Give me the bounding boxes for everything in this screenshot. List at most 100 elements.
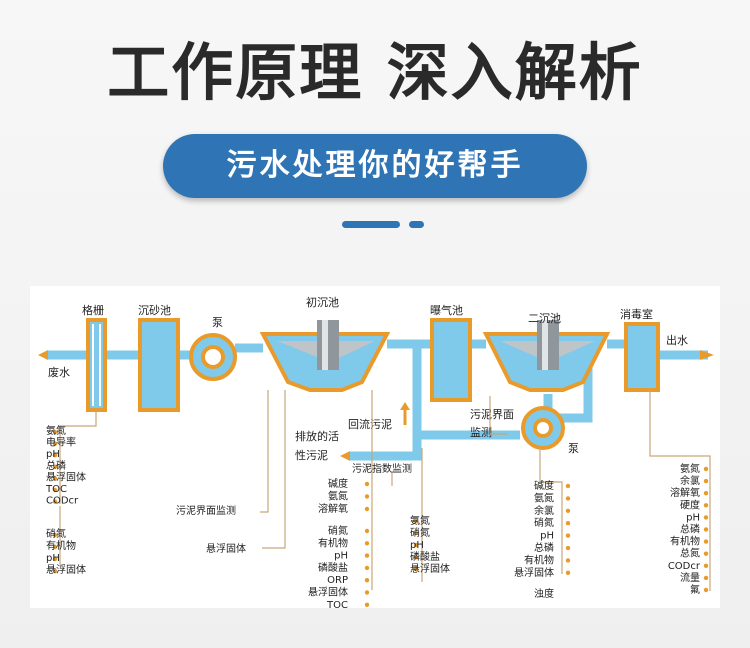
- divider-bar: [342, 221, 400, 228]
- monitor-item: pH: [540, 531, 554, 542]
- leader-dot: [52, 429, 58, 435]
- leader-line: [59, 410, 97, 504]
- monitor-item: pH: [334, 551, 348, 562]
- leader-dot: [364, 565, 370, 571]
- label-sludge-interface-monitor: 污泥界面监测: [176, 504, 236, 517]
- monitor-item: pH: [686, 512, 700, 523]
- monitor-item: 有机物: [46, 539, 76, 552]
- label-secondary: 二沉池: [528, 312, 561, 325]
- leader-dot: [52, 544, 58, 550]
- label-suspended-solids-monitor: 悬浮固体: [206, 543, 246, 555]
- monitor-item: ORP: [327, 575, 348, 586]
- leader-dot: [52, 453, 58, 458]
- discharge-pipe: [350, 435, 422, 461]
- leader-dot: [703, 539, 709, 544]
- monitor-item: 余氯: [680, 474, 700, 487]
- leader-dot: [703, 527, 709, 532]
- leader-dot: [364, 553, 370, 558]
- leader-line: [260, 390, 269, 513]
- monitor-item: CODcr: [668, 561, 701, 572]
- leader-line: [649, 390, 711, 591]
- monitor-item: 碱度: [328, 477, 348, 490]
- monitor-item: 悬浮固体: [308, 587, 348, 599]
- leader-line: [262, 390, 286, 549]
- label-primary: 初沉池: [306, 295, 339, 309]
- pipe-secondary-pump: [543, 348, 593, 423]
- leader-dot: [52, 532, 58, 538]
- label-discharge-2: 性污泥: [295, 448, 328, 462]
- label-sludge-interface-2: 监测: [470, 426, 492, 439]
- monitor-item: 氨氮: [534, 491, 554, 504]
- monitor-item: 溶解氧: [670, 486, 700, 499]
- leader-dot: [413, 554, 419, 560]
- monitor-item: 总磷: [680, 523, 700, 536]
- leader-dot: [364, 590, 370, 595]
- leader-dot: [52, 556, 58, 562]
- monitor-item: 硝氮: [46, 527, 66, 540]
- leader-dot: [413, 518, 419, 524]
- label-sludge-interface: 污泥界面: [470, 408, 514, 421]
- leader-line: [489, 396, 508, 435]
- pump-2-impeller: [533, 418, 553, 438]
- label-pump-1: 泵: [212, 316, 223, 329]
- leader-dot: [565, 496, 571, 501]
- leader-dot: [703, 587, 709, 593]
- monitor-item: 悬浮固体: [410, 563, 450, 575]
- monitor-item: 总磷: [534, 541, 554, 554]
- leader-dot: [52, 464, 58, 469]
- monitor-item: 流量: [680, 571, 700, 584]
- label-outlet: 出水: [666, 333, 688, 347]
- monitor-item: 总氮: [680, 547, 700, 560]
- leader-dot: [52, 568, 58, 574]
- leader-dot: [413, 542, 419, 548]
- monitor-item: 碱度: [534, 479, 554, 492]
- label-turbidity: 浊度: [534, 587, 554, 600]
- monitor-item: 氨氮: [46, 424, 66, 437]
- leader-dot: [703, 478, 709, 484]
- leader-dot: [703, 575, 709, 581]
- monitor-item: 氨氮: [680, 462, 700, 475]
- monitor-item: 硝氮: [410, 526, 430, 539]
- primary-drive-highlight: [322, 320, 328, 370]
- monitor-item: 悬浮固体: [514, 567, 554, 579]
- process-diagram-panel: 格栅 沉砂池 泵 初沉池 曝气池 二沉池 消毒室 泵 废水 出水 回流污泥 排放…: [30, 286, 720, 611]
- leader-dot: [364, 578, 370, 583]
- monitor-item: 溶解氧: [318, 502, 348, 515]
- leader-dot: [364, 528, 370, 534]
- leader-dot: [413, 530, 419, 536]
- label-aeration: 曝气池: [430, 303, 463, 317]
- page-title: 工作原理 深入解析: [107, 36, 643, 109]
- leader-dot: [565, 508, 571, 513]
- monitor-item: 余氯: [534, 504, 554, 517]
- leader-dot: [703, 503, 709, 508]
- discharge-arrow: [340, 451, 350, 461]
- label-return-sludge: 回流污泥: [348, 417, 392, 431]
- leader-dot: [703, 563, 709, 568]
- monitor-item: pH: [410, 540, 424, 551]
- leader-dot: [565, 521, 571, 526]
- leader-dot: [413, 566, 419, 572]
- grit-chamber: [138, 318, 180, 412]
- monitor-item: 硝氮: [328, 524, 348, 537]
- monitor-item: 硬度: [680, 498, 700, 511]
- label-grit: 沉砂池: [138, 304, 171, 317]
- label-pump-2: 泵: [568, 442, 579, 455]
- leader-dots: [52, 429, 709, 607]
- label-grille: 格栅: [82, 303, 104, 317]
- leader-dot: [52, 487, 58, 493]
- grille-tank: [86, 318, 107, 412]
- monitor-item: pH: [46, 553, 60, 564]
- monitor-item: 磷酸盐: [410, 550, 440, 563]
- inlet-arrow: [38, 350, 48, 360]
- return-arrow-head: [400, 402, 410, 410]
- monitor-item: 悬浮固体: [46, 471, 86, 483]
- pump-1-impeller: [201, 345, 225, 369]
- leader-dot: [703, 515, 709, 520]
- leader-dot: [364, 494, 370, 499]
